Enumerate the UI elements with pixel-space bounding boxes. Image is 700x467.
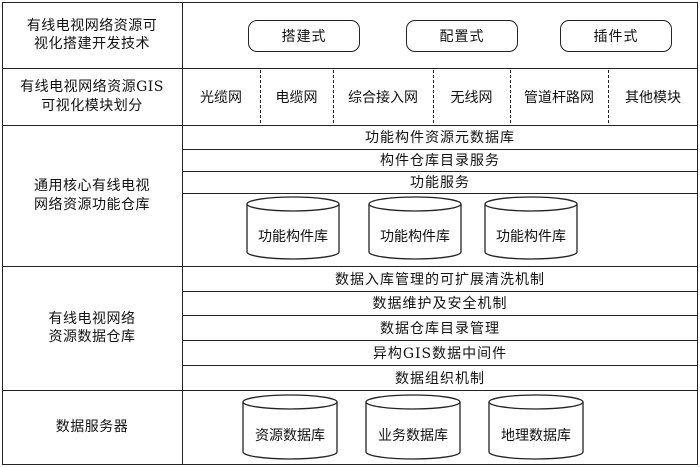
database-label: 资源数据库 — [255, 428, 325, 444]
row5-label: 数据服务器 — [55, 419, 129, 436]
layer-component-metadata: 功能构件资源元数据库 — [365, 130, 515, 146]
database-label: 功能构件库 — [258, 229, 328, 245]
module-other: 其他模块 — [625, 89, 681, 106]
module-divider — [608, 70, 609, 123]
row3-label: 通用核心有线电视 网络资源功能仓库 — [34, 178, 150, 213]
module-cable-network: 电缆网 — [275, 89, 318, 106]
row2-label: 有线电视网络资源GIS 可视化模块划分 — [20, 79, 164, 114]
layer-divider — [182, 193, 698, 194]
database-cylinder — [484, 196, 578, 260]
database-label: 地理数据库 — [501, 428, 571, 444]
row-divider-3 — [2, 266, 698, 267]
layer-gis-middleware: 异构GIS数据中间件 — [372, 345, 508, 362]
module-divider — [433, 70, 434, 123]
layer-directory-service: 构件仓库目录服务 — [380, 153, 500, 169]
row-divider-2 — [2, 125, 698, 126]
database-cylinder — [242, 394, 338, 460]
database-cylinder — [365, 394, 461, 460]
database-label: 功能构件库 — [380, 229, 450, 245]
module-divider — [260, 70, 261, 123]
row-divider-4 — [2, 390, 698, 391]
layer-divider — [182, 171, 698, 172]
module-pipeline-network: 管道杆路网 — [524, 89, 594, 106]
plugin-mode-button: 插件式 — [560, 20, 672, 52]
module-divider — [510, 70, 511, 123]
build-mode-button: 搭建式 — [248, 20, 360, 52]
column-divider — [182, 2, 183, 465]
module-divider — [333, 70, 334, 123]
database-label: 业务数据库 — [378, 428, 448, 444]
module-wireless-network: 无线网 — [450, 89, 493, 106]
database-cylinder — [368, 196, 462, 260]
row4-label: 有线电视网络 资源数据仓库 — [48, 310, 136, 345]
config-mode-button: 配置式 — [406, 20, 518, 52]
module-access-network: 综合接入网 — [348, 89, 418, 106]
layer-function-service: 功能服务 — [410, 175, 470, 191]
layer-divider — [182, 149, 698, 150]
layer-data-organization: 数据组织机制 — [395, 370, 485, 387]
layer-cleaning-mechanism: 数据入库管理的可扩展清洗机制 — [335, 271, 545, 288]
layer-security-mechanism: 数据维护及安全机制 — [372, 296, 508, 312]
database-cylinder — [246, 196, 340, 260]
layer-divider — [182, 315, 698, 316]
database-label: 功能构件库 — [496, 229, 566, 245]
module-fiber-network: 光缆网 — [200, 89, 242, 106]
layer-divider — [182, 291, 698, 292]
row1-label: 有线电视网络资源可 视化搭建开发技术 — [26, 17, 158, 52]
row-divider-1 — [2, 68, 698, 69]
layer-divider — [182, 365, 698, 366]
layer-directory-management: 数据仓库目录管理 — [380, 320, 500, 337]
layer-divider — [182, 340, 698, 341]
database-cylinder — [488, 394, 584, 460]
